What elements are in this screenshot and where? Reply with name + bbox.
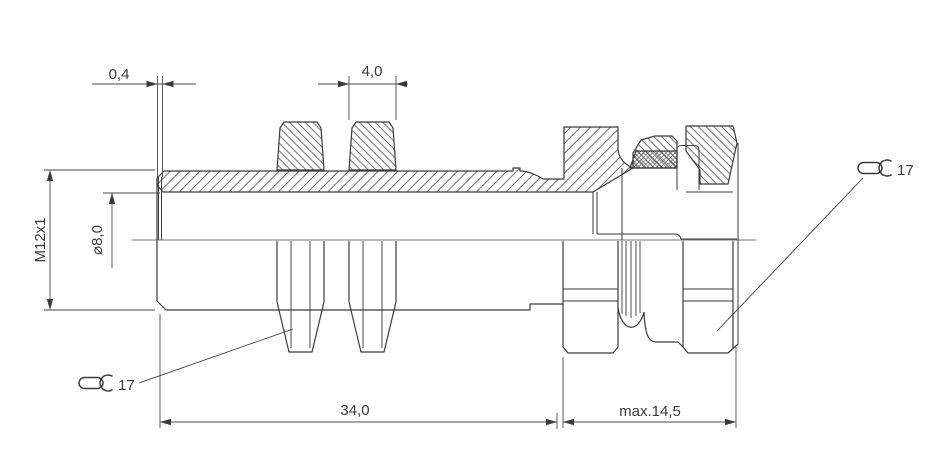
- wrench-callout-right: 17: [716, 159, 914, 332]
- dim-label-nut-width: 4,0: [362, 63, 383, 80]
- wrench-size-label: 17: [118, 377, 135, 394]
- dimension-thread: M12x1: [32, 169, 155, 311]
- lock-nut1-exterior: [276, 241, 325, 353]
- part-exterior-lower: [156, 178, 739, 354]
- seal-ring-section: [629, 150, 678, 169]
- dimension-thread-length: 34,0: [159, 314, 558, 429]
- arrowhead: [108, 193, 116, 204]
- wrench-icon: [78, 374, 114, 392]
- dimension-bore: ⌀8,0: [89, 192, 160, 268]
- lock-nut1-section: [276, 121, 325, 171]
- tube-exterior: [156, 178, 563, 311]
- relief-groove: [617, 307, 645, 328]
- leader-line: [716, 177, 864, 332]
- arrowhead: [546, 418, 557, 426]
- dim-label-clamp-length: max.14,5: [619, 403, 681, 420]
- part-section-upper: [156, 121, 739, 344]
- internal-edges: [158, 143, 739, 344]
- arrowhead: [563, 418, 574, 426]
- leader-line: [138, 328, 294, 384]
- wrench-callout-left: 17: [78, 328, 294, 394]
- arrowhead: [46, 299, 54, 310]
- arrowhead: [146, 80, 158, 88]
- arrowhead: [46, 170, 54, 181]
- wrench-size-label: 17: [897, 162, 914, 179]
- neck-grooves: [621, 241, 641, 318]
- arrowhead: [162, 80, 174, 88]
- lock-nut2-section: [348, 121, 397, 171]
- dim-label-bore: ⌀8,0: [89, 225, 106, 255]
- arrowhead: [338, 80, 349, 88]
- sleeve-exterior: [643, 311, 684, 348]
- dim-label-thread-length: 34,0: [340, 402, 369, 419]
- arrowhead: [725, 418, 736, 426]
- flange-exterior: [562, 241, 619, 354]
- dimension-clamp-length: max.14,5: [562, 347, 737, 428]
- dim-label-tip: 0,4: [109, 66, 130, 83]
- arrowhead: [160, 418, 171, 426]
- cap-nut-exterior: [682, 241, 739, 354]
- dim-label-thread: M12x1: [32, 217, 49, 262]
- wrench-icon: [857, 159, 893, 177]
- dimension-nut-width: 4,0: [318, 63, 408, 120]
- dimension-tip-thickness: 0,4: [92, 66, 196, 177]
- arrowhead: [396, 80, 407, 88]
- cap-nut-section: [685, 125, 738, 185]
- lock-nut2-exterior: [348, 241, 397, 353]
